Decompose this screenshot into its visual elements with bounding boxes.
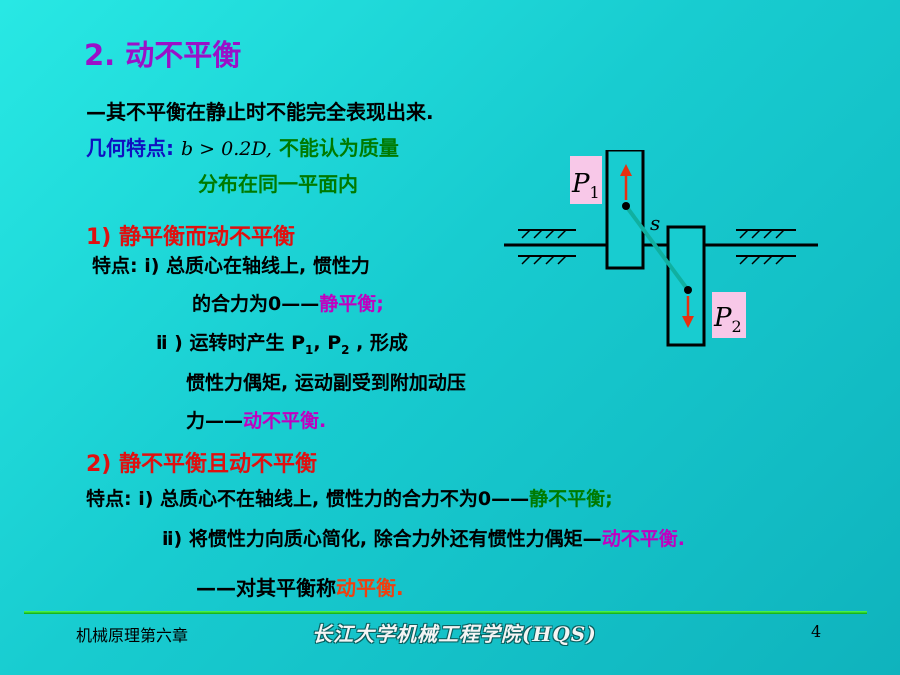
page-number: 4 xyxy=(811,622,822,641)
section2-line1a: 特点: ⅰ) 总质心不在轴线上, 惯性力的合力不为0—— xyxy=(86,488,530,510)
p1-label: P1 xyxy=(571,169,600,202)
slide-title: 2. 动不平衡 xyxy=(84,38,242,72)
rotor-diagram: s P1 P2 xyxy=(504,150,818,347)
section1-feature-2: 的合力为0——静平衡; xyxy=(192,289,384,316)
section2-line2a: ⅱ) 将惯性力向质心简化, 除合力外还有惯性力偶矩— xyxy=(162,528,602,550)
dynamic-imbalance-term: 动不平衡. xyxy=(243,410,327,432)
mass-point-1 xyxy=(622,202,630,210)
dynamic-balance-term: 动平衡. xyxy=(336,576,404,600)
static-imbalance-term: 静不平衡; xyxy=(529,488,613,510)
static-balance-term: 静平衡; xyxy=(319,293,384,315)
section1-line5a: 力—— xyxy=(186,410,244,432)
force-arrow-down-icon xyxy=(682,296,694,328)
section2-feature-2: ⅱ) 将惯性力向质心简化, 除合力外还有惯性力偶矩—动不平衡. xyxy=(162,524,685,551)
footer-divider xyxy=(24,611,867,614)
footer-course: 机械原理第六章 xyxy=(76,626,189,645)
intro-text: —其不平衡在静止时不能完全表现出来. xyxy=(86,100,434,124)
p2-label-bg xyxy=(712,292,746,338)
geometry-formula: b > 0.2D, xyxy=(180,138,272,160)
section1-feature-3: ⅱ ) 运转时产生 P1, P2 , 形成 xyxy=(156,328,408,357)
section1-heading: 1) 静平衡而动不平衡 xyxy=(86,225,296,250)
geometry-label: 几何特点 xyxy=(86,136,166,160)
p1-subscript: 1 xyxy=(305,342,314,357)
centroid-s-label: s xyxy=(650,211,660,235)
force-arrow-up-icon xyxy=(620,164,632,200)
section1-line3b: , P xyxy=(313,332,342,354)
p2-subscript: 2 xyxy=(341,342,350,357)
mass-link-line xyxy=(624,204,690,292)
mass-point-2 xyxy=(684,286,692,294)
conclusion: ——对其平衡称动平衡. xyxy=(196,572,404,601)
geometry-desc-1: 不能认为质量 xyxy=(278,136,399,160)
dynamic-imbalance-term-2: 动不平衡. xyxy=(601,528,685,550)
p1-label-bg xyxy=(570,156,602,204)
left-bearing xyxy=(518,229,576,265)
section1-line3a: ⅱ ) 运转时产生 P xyxy=(156,332,305,354)
section1-feature-5: 力——动不平衡. xyxy=(186,406,326,433)
p2-label: P2 xyxy=(713,303,742,336)
section1-line3c: , 形成 xyxy=(349,332,408,354)
geometry-line: 几何特点: b > 0.2D, 不能认为质量 xyxy=(86,132,399,161)
geometry-colon: : xyxy=(166,136,174,160)
right-bearing xyxy=(736,229,796,265)
section2-feature-1: 特点: ⅰ) 总质心不在轴线上, 惯性力的合力不为0——静不平衡; xyxy=(86,484,613,511)
geometry-desc-2: 分布在同一平面内 xyxy=(198,172,358,196)
section1-feature-1: 特点: ⅰ) 总质心在轴线上, 惯性力 xyxy=(92,255,370,277)
section1-line2a: 的合力为0—— xyxy=(192,293,320,315)
footer-institution: 长江大学机械工程学院(HQS) xyxy=(312,622,597,646)
section1-feature-4: 惯性力偶矩, 运动副受到附加动压 xyxy=(186,372,466,394)
section2-heading: 2) 静不平衡且动不平衡 xyxy=(86,452,318,477)
conclusion-prefix: ——对其平衡称 xyxy=(196,576,336,600)
